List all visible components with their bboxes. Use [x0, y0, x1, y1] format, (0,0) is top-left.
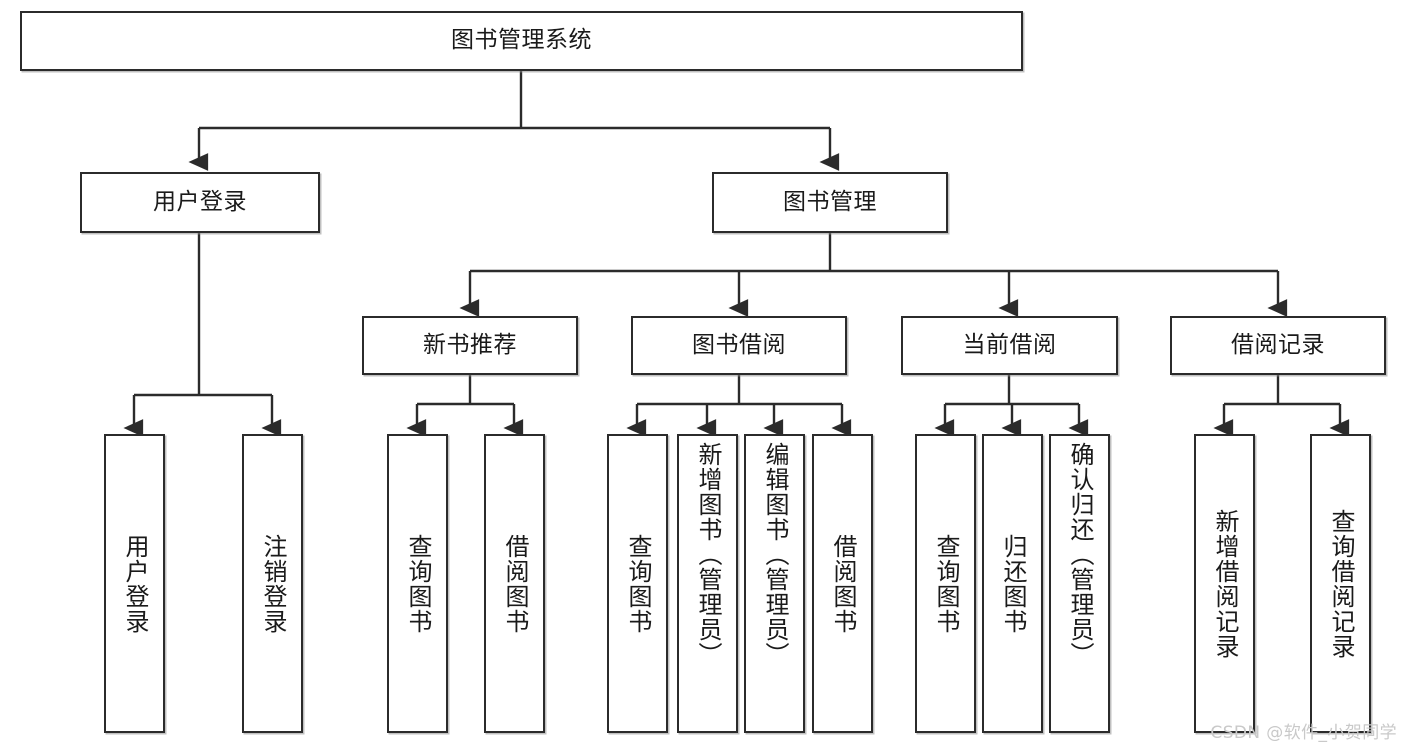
node-label: 新书推荐: [423, 331, 517, 358]
node-label: 图书管理: [783, 188, 877, 215]
leaf-borrow-record-add-record[interactable]: 新增借阅记录: [1194, 434, 1255, 733]
node-book-borrow[interactable]: 图书借阅: [631, 316, 847, 375]
node-user-login[interactable]: 用户登录: [80, 172, 320, 233]
node-label: 借阅图书: [828, 533, 857, 634]
leaf-borrow-record-query-record[interactable]: 查询借阅记录: [1310, 434, 1371, 733]
node-label: 编辑图书（管理员）: [760, 442, 789, 667]
node-label: 图书借阅: [692, 331, 786, 358]
leaf-new-book-query-book[interactable]: 查询图书: [387, 434, 448, 733]
node-label: 用户登录: [120, 533, 149, 634]
node-label: 归还图书: [998, 533, 1027, 634]
node-label: 图书管理系统: [451, 27, 592, 54]
leaf-user-login-login[interactable]: 用户登录: [104, 434, 165, 733]
node-root-book-management-system[interactable]: 图书管理系统: [20, 11, 1023, 71]
node-label: 借阅记录: [1231, 331, 1325, 358]
node-book-management[interactable]: 图书管理: [712, 172, 948, 233]
node-label: 查询图书: [623, 533, 652, 634]
leaf-user-login-logout[interactable]: 注销登录: [242, 434, 303, 733]
node-label: 查询图书: [403, 533, 432, 634]
csdn-watermark: CSDN @软件_小贺同学: [1210, 723, 1397, 743]
leaf-book-borrow-borrow-book[interactable]: 借阅图书: [812, 434, 873, 733]
leaf-current-borrow-return-book[interactable]: 归还图书: [982, 434, 1043, 733]
node-label: 查询图书: [931, 533, 960, 634]
node-label: 用户登录: [153, 188, 247, 215]
node-borrow-record[interactable]: 借阅记录: [1170, 316, 1386, 375]
node-label: 注销登录: [258, 533, 287, 634]
node-label: 借阅图书: [500, 533, 529, 634]
leaf-new-book-borrow-book[interactable]: 借阅图书: [484, 434, 545, 733]
node-label: 新增借阅记录: [1210, 508, 1239, 659]
leaf-current-borrow-query-book[interactable]: 查询图书: [915, 434, 976, 733]
leaf-book-borrow-edit-book-admin[interactable]: 编辑图书（管理员）: [744, 434, 805, 733]
node-label: 确认归还（管理员）: [1065, 442, 1094, 667]
leaf-current-borrow-confirm-return-admin[interactable]: 确认归还（管理员）: [1049, 434, 1110, 733]
leaf-book-borrow-add-book-admin[interactable]: 新增图书（管理员）: [677, 434, 738, 733]
node-label: 新增图书（管理员）: [693, 442, 722, 667]
node-label: 当前借阅: [962, 331, 1057, 358]
node-new-book-recommend[interactable]: 新书推荐: [362, 316, 578, 375]
node-current-borrow[interactable]: 当前借阅: [901, 316, 1118, 375]
node-label: 查询借阅记录: [1326, 508, 1355, 659]
leaf-book-borrow-query-book[interactable]: 查询图书: [607, 434, 668, 733]
